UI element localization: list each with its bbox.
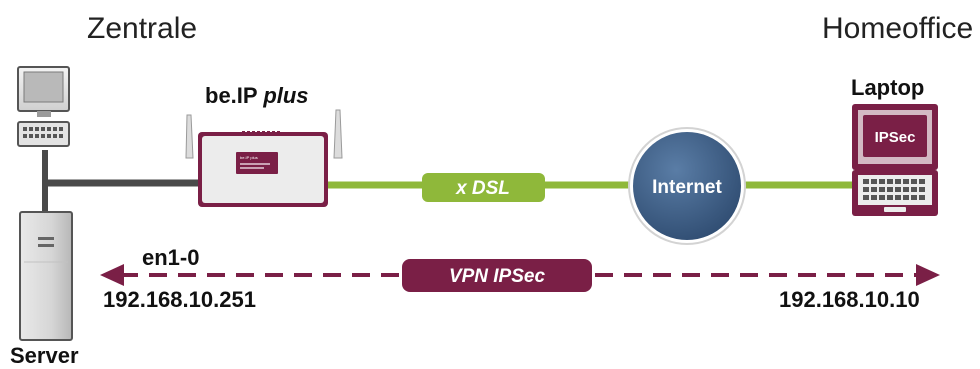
- router-label: be.IP plus: [205, 83, 309, 108]
- monitor-icon: [17, 66, 70, 117]
- arrow-left-icon: [100, 264, 124, 286]
- vpn-tunnel-arrow: [100, 264, 940, 286]
- internet-label: Internet: [652, 177, 722, 198]
- router-icon: be.IP plus: [185, 109, 343, 207]
- site-label-homeoffice: Homeoffice: [822, 12, 973, 45]
- dsl-badge: x DSL: [422, 173, 545, 202]
- interface-label: en1-0: [142, 245, 199, 270]
- local-ip-label: 192.168.10.251: [103, 287, 256, 312]
- dsl-badge-label: x DSL: [455, 178, 510, 199]
- vpn-badge: VPN IPSec: [402, 259, 592, 292]
- remote-ip-label: 192.168.10.10: [779, 287, 920, 312]
- vpn-badge-label: VPN IPSec: [449, 266, 546, 287]
- laptop-screen-label: IPSec: [875, 129, 916, 146]
- server-label: Server: [10, 343, 79, 368]
- lan-link: [42, 150, 198, 212]
- site-label-zentrale: Zentrale: [87, 12, 197, 45]
- laptop-icon: IPSec: [852, 104, 938, 216]
- arrow-right-icon: [916, 264, 940, 286]
- internet-globe-icon: Internet: [628, 127, 746, 245]
- router-badge: be.IP plus: [240, 155, 258, 160]
- server-icon: [19, 211, 73, 341]
- keyboard-icon: [17, 121, 70, 147]
- laptop-label: Laptop: [851, 75, 924, 100]
